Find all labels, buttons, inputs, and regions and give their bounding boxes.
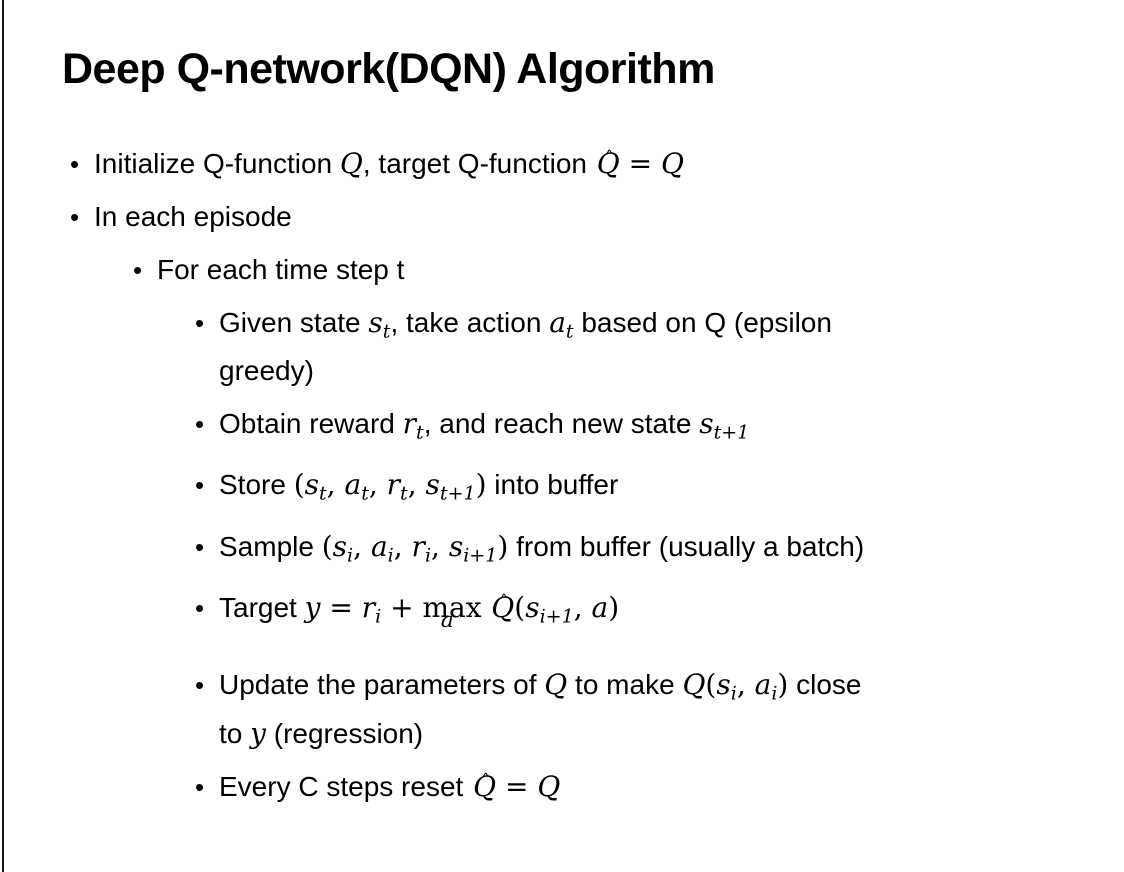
bullet-marker: • <box>195 408 205 439</box>
bullet-item: • In each episode <box>70 197 1124 237</box>
bullet-item: • For each time step t <box>133 250 1124 290</box>
bullet-text: Obtain reward rt, and reach new state st… <box>219 406 750 444</box>
bullet-marker: • <box>195 592 205 623</box>
bullet-marker: • <box>133 254 143 285</box>
bullet-item: • Initialize Q-function Q, target Q-funct… <box>70 144 1124 184</box>
bullet-item: • Obtain reward rt, and reach new state s… <box>195 404 1124 452</box>
bullet-item: • Sample (si, ai, ri, si+1) from buffer (… <box>195 527 1124 575</box>
bullet-list: • Initialize Q-function Q, target Q-funct… <box>0 144 1124 807</box>
bullet-item: • Update the parameters of Q to make Q(si… <box>195 665 1124 753</box>
bullet-marker: • <box>70 148 80 179</box>
slide-title: Deep Q-network(DQN) Algorithm <box>62 45 715 93</box>
bullet-text: Store (st, at, rt, st+1) into buffer <box>219 468 619 505</box>
bullet-marker: • <box>195 670 205 701</box>
bullet-item: • Given state st, take action at based on… <box>195 303 1124 391</box>
bullet-marker: • <box>195 531 205 562</box>
bullet-text: For each time step t <box>157 253 405 285</box>
bullet-item: • Store (st, at, rt, st+1) into buffer <box>195 465 1124 513</box>
bullet-marker: • <box>195 470 205 501</box>
bullet-marker: • <box>70 201 80 232</box>
bullet-text: In each episode <box>94 200 292 232</box>
bullet-text: Sample (si, ai, ri, si+1) from buffer (u… <box>219 529 865 566</box>
bullet-marker: • <box>195 307 205 338</box>
bullet-marker: • <box>195 771 205 802</box>
left-edge-line <box>2 0 4 872</box>
bullet-text: Initialize Q-function Q, target Q-functi… <box>94 146 684 180</box>
bullet-text: Given state st, take action at based on … <box>219 305 832 386</box>
bullet-text: Update the parameters of Q to make Q(si,… <box>219 668 862 750</box>
